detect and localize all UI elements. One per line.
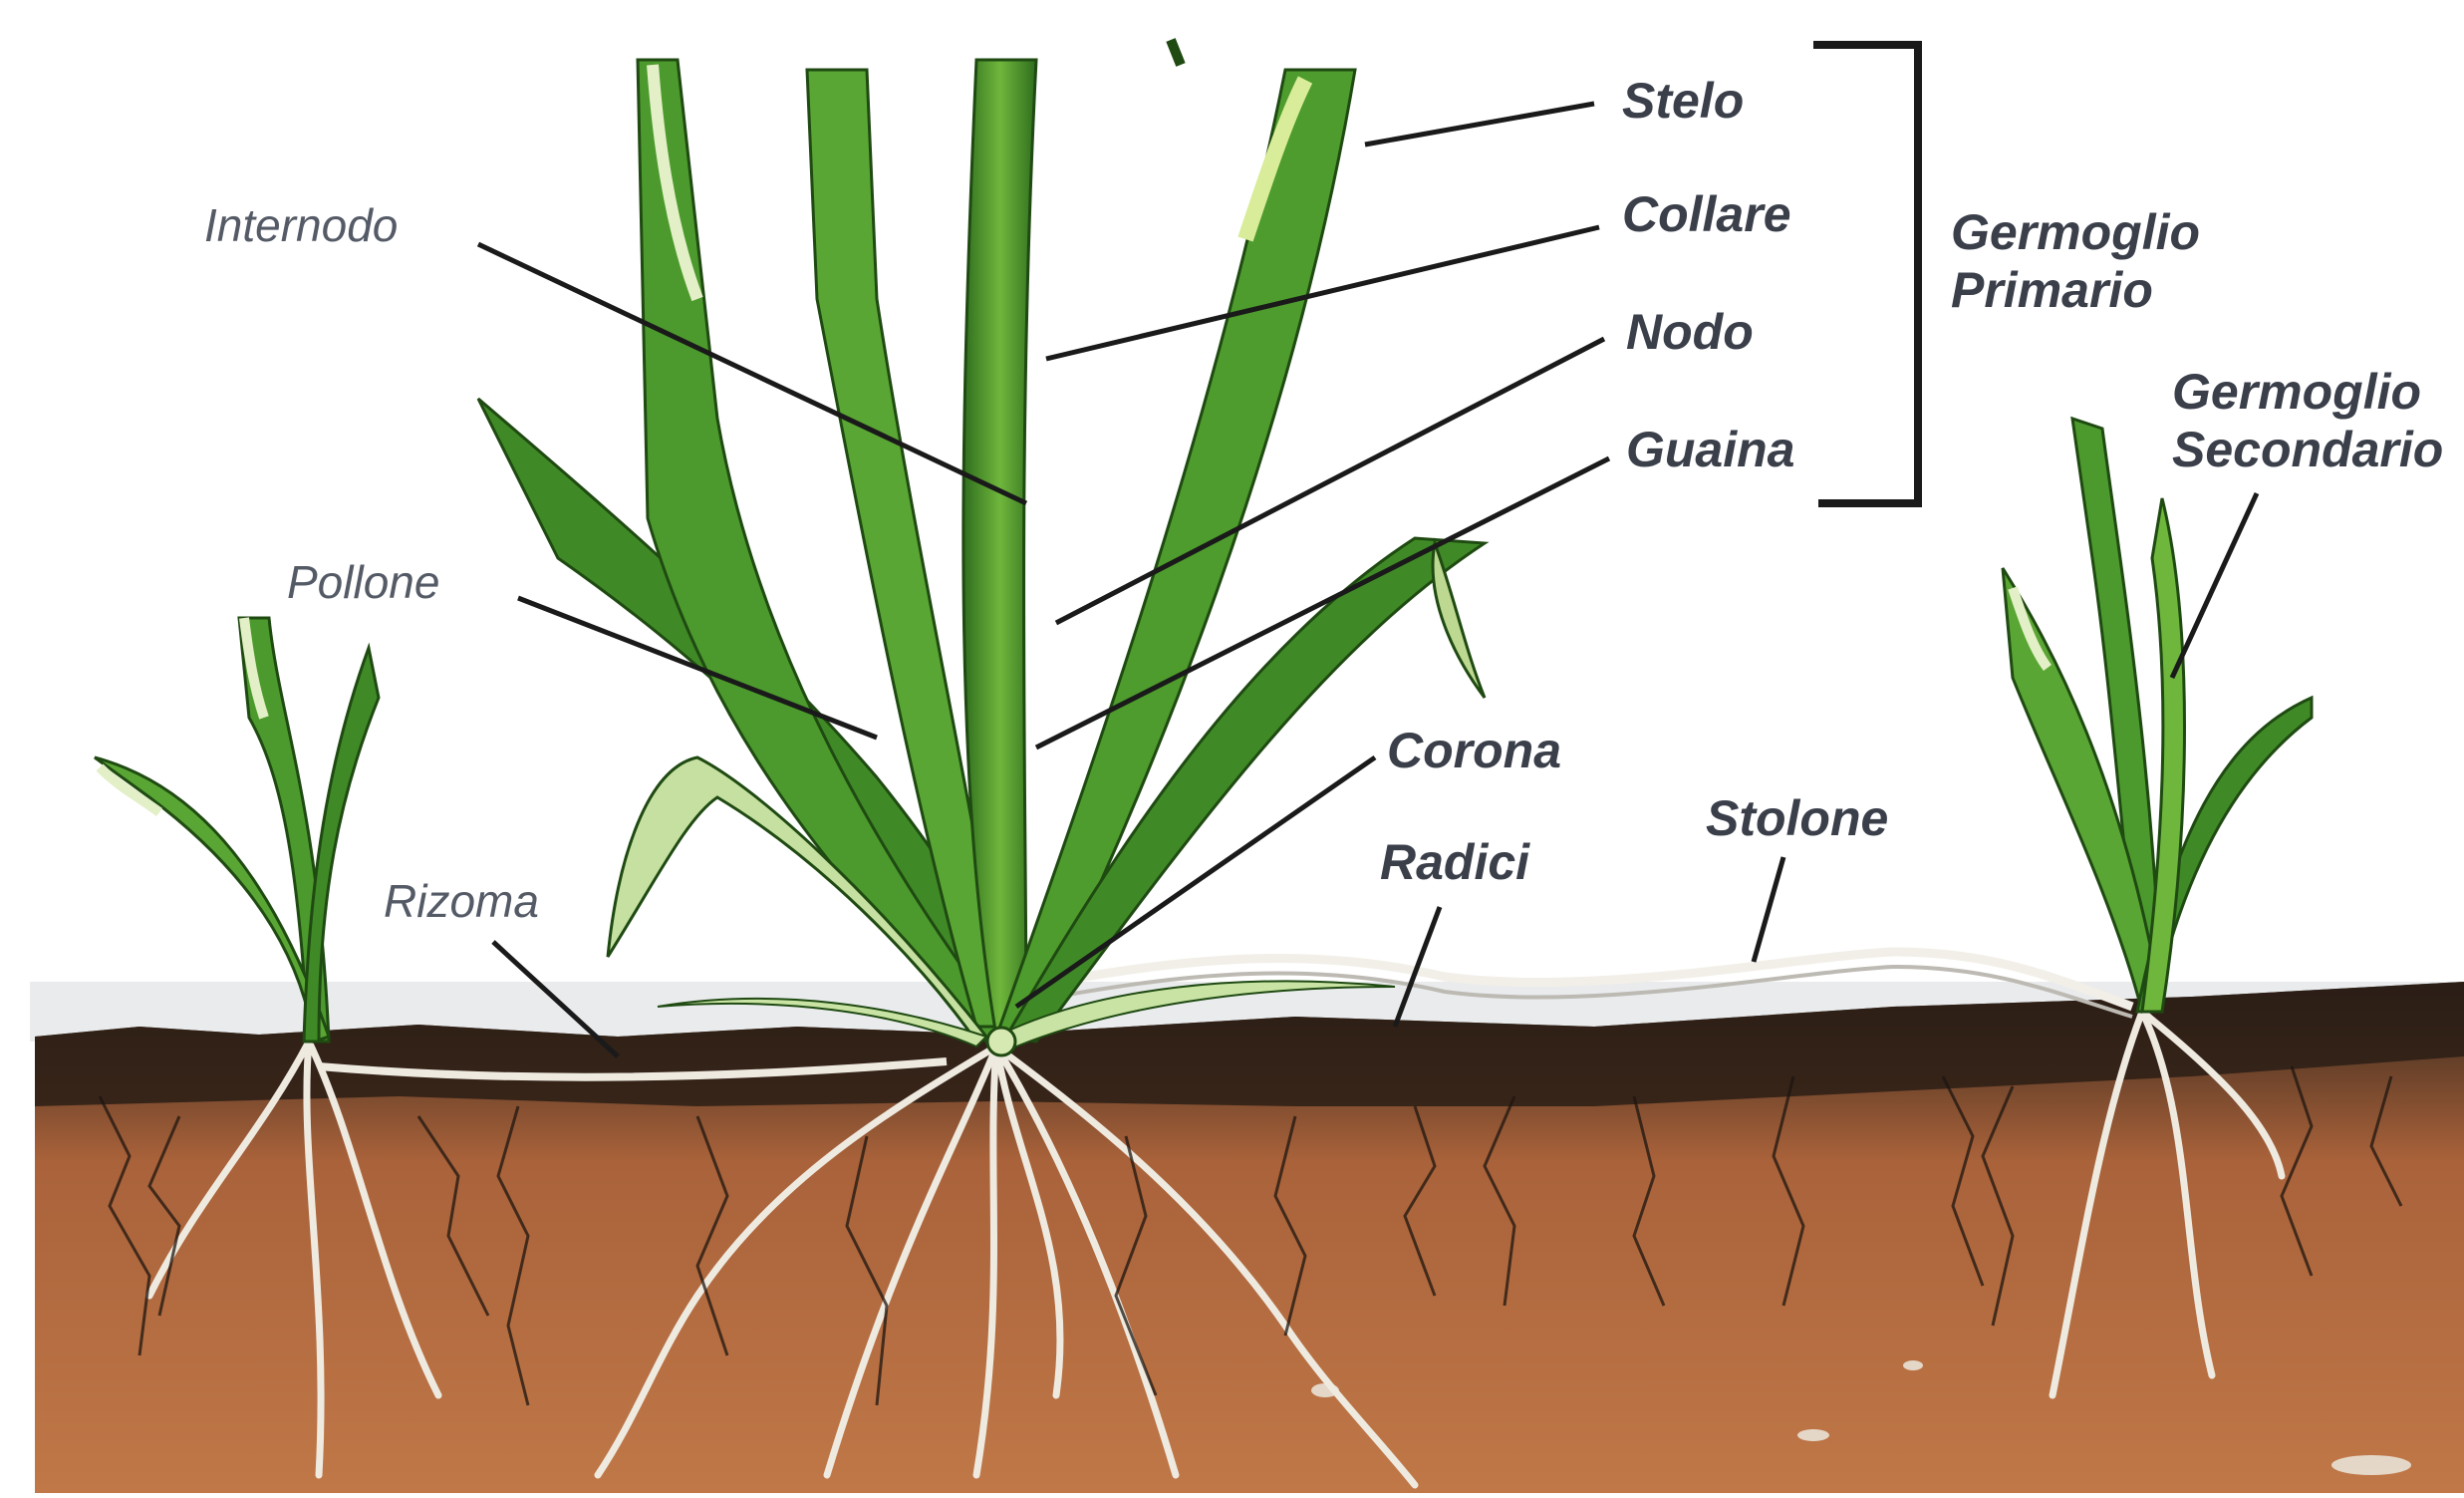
label-internodo: Internodo [204,199,398,251]
label-guaina: Guaina [1626,422,1794,477]
tiller-plant-left [95,618,379,1042]
label-germoglio-primario-1: Germoglio [1951,204,2200,260]
label-stolone: Stolone [1706,790,1888,846]
label-germoglio-secondario-1: Germoglio [2172,364,2421,420]
primary-shoot-bracket [1813,45,1918,503]
label-stelo: Stelo [1622,73,1744,129]
label-rizoma: Rizoma [384,875,539,927]
label-collare: Collare [1622,186,1791,242]
label-radici: Radici [1380,834,1530,890]
label-nodo: Nodo [1626,304,1754,360]
secondary-shoot-plant [2003,419,2312,1012]
label-germoglio-secondario-2: Secondario [2172,422,2443,477]
label-corona: Corona [1387,723,1561,778]
main-plant [478,40,1485,1055]
label-pollone: Pollone [287,556,439,608]
label-germoglio-primario-2: Primario [1951,262,2153,318]
